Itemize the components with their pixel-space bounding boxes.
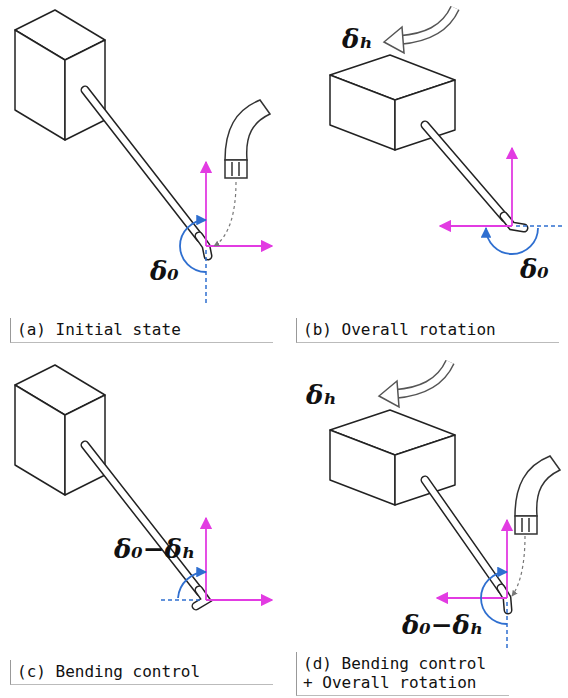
angle-label: δₕ bbox=[342, 24, 373, 54]
angle-label: δ₀−δₕ bbox=[114, 534, 195, 564]
panel-caption: (b) Overall rotation bbox=[296, 318, 559, 343]
angle-label: δ₀ bbox=[150, 256, 179, 286]
panel-caption: (a) Initial state bbox=[10, 318, 273, 343]
angle-label: δₕ bbox=[306, 380, 337, 410]
angle-label: δ₀−δₕ bbox=[402, 610, 483, 640]
angle-label: δ₀ bbox=[520, 254, 549, 284]
panel-caption: (d) Bending control + Overall rotation bbox=[296, 652, 509, 696]
panel-caption: (c) Bending control bbox=[10, 660, 273, 685]
